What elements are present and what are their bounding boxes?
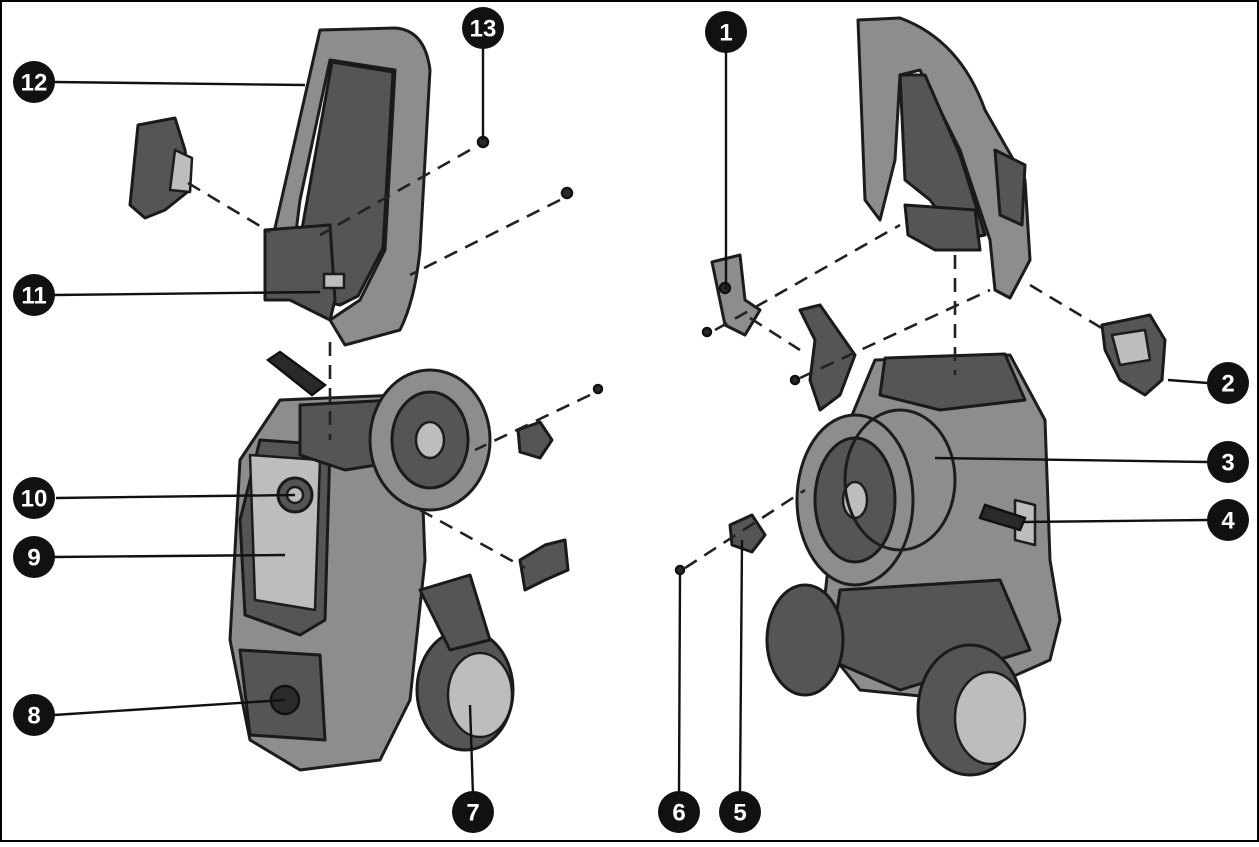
reel-knob-left: [516, 420, 554, 460]
callout-13: 13: [462, 7, 504, 49]
callout-7-label: 7: [466, 800, 479, 827]
callout-3: 3: [1207, 441, 1249, 483]
screw-reel-left: [592, 383, 604, 395]
callout-13-label: 13: [470, 16, 497, 43]
callout-4: 4: [1207, 499, 1249, 541]
callout-5: 5: [719, 791, 761, 833]
callout-8: 8: [13, 694, 55, 736]
callout-9-label: 9: [27, 545, 40, 572]
hose-holder-left: [518, 538, 570, 592]
screw-bracket: [701, 326, 713, 338]
callout-11-label: 11: [21, 283, 46, 310]
accessory-clip-right: [1100, 313, 1167, 397]
callout-6-label: 6: [672, 800, 685, 827]
spray-gun-right: [798, 303, 857, 412]
callout-9: 9: [13, 536, 55, 578]
wheel-right-rear: [765, 583, 845, 697]
callout-2-label: 2: [1221, 371, 1234, 398]
callout-4-label: 4: [1221, 508, 1235, 535]
callout-1: 1: [705, 11, 747, 53]
screw-body-right: [789, 374, 801, 386]
hose-reel-left: [368, 368, 492, 512]
screw-handle-left: [560, 186, 574, 200]
callout-7: 7: [452, 791, 494, 833]
reel-knob-right: [728, 513, 767, 554]
callout-11: 11: [13, 274, 55, 316]
hose-connector-right: [978, 503, 1027, 532]
callout-12: 12: [13, 61, 55, 103]
callout-6: 6: [658, 791, 700, 833]
handle-left: [263, 26, 432, 347]
callout-3-label: 3: [1221, 450, 1234, 477]
nozzle-bracket: [710, 253, 762, 337]
screw-6: [674, 564, 686, 576]
hose-reel-right: [795, 408, 957, 587]
callout-1-label: 1: [719, 20, 732, 47]
wheel-right-front: [916, 643, 1027, 777]
callout-8-label: 8: [27, 703, 40, 730]
callout-10-label: 10: [21, 486, 48, 513]
callout-10: 10: [13, 477, 55, 519]
callout-12-label: 12: [21, 70, 48, 97]
callout-2: 2: [1207, 362, 1249, 404]
wheel-left: [415, 573, 515, 752]
handle-right: [856, 16, 1032, 300]
callout-5-label: 5: [733, 800, 746, 827]
accessory-clip-left: [128, 116, 194, 220]
